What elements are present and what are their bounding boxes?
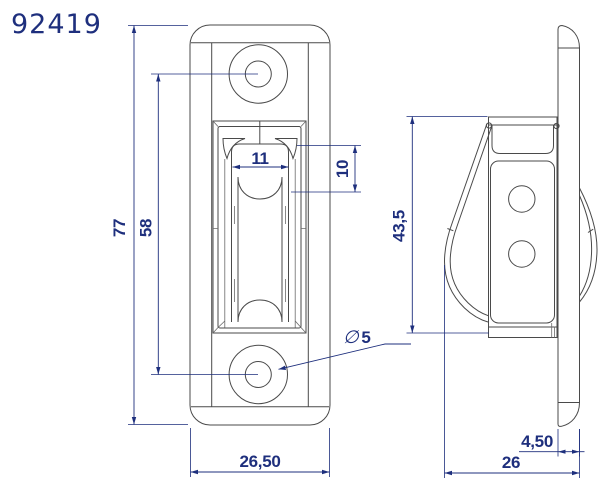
housing-bottom-steps xyxy=(551,323,555,338)
dim-housing-height: 43,5 xyxy=(390,116,489,334)
housing-tab-right xyxy=(274,138,298,161)
plate-edge-profile xyxy=(557,24,580,427)
dim-groove-height: 10 xyxy=(291,145,361,193)
dim-label-58: 58 xyxy=(137,219,156,237)
dim-overall-height: 77 xyxy=(110,25,188,425)
bail-front-loop xyxy=(443,123,493,323)
part-number-title: 92419 xyxy=(11,9,102,40)
bail-end-knob-right xyxy=(553,122,560,130)
housing-body xyxy=(490,160,555,324)
wheel-bottom-arc xyxy=(237,299,283,323)
front-view xyxy=(189,24,331,426)
window-corner-chamfers xyxy=(212,120,307,334)
housing-hole-lower xyxy=(508,240,536,268)
housing-outline xyxy=(488,116,558,338)
wheel-groove-top-arc xyxy=(237,176,283,200)
wheel-housing xyxy=(485,116,560,338)
window-bottom-gussets xyxy=(217,320,302,328)
dim-label-26-50: 26,50 xyxy=(239,452,280,471)
pulley-wheel xyxy=(222,121,298,328)
dim-wheel-width: 11 xyxy=(232,149,289,170)
wheel-groove-rails xyxy=(237,177,283,322)
side-view xyxy=(443,24,598,427)
housing-inner-walls xyxy=(224,159,296,328)
plate-edge-chords xyxy=(558,47,580,403)
plate-bevel-lines-vertical xyxy=(211,42,309,407)
dim-label-10: 10 xyxy=(333,160,352,178)
dim-label-43-5: 43,5 xyxy=(390,210,409,242)
dim-overall-width: 26,50 xyxy=(190,428,330,477)
dim-label-4-50: 4,50 xyxy=(521,432,553,451)
bail-rear-arc xyxy=(579,187,598,303)
dim-label-26: 26 xyxy=(502,453,520,472)
housing-top-cap xyxy=(491,125,554,154)
dim-label-11: 11 xyxy=(251,149,268,168)
dim-hole-diameter: ∅5 xyxy=(278,327,411,370)
wheel-flange-outline xyxy=(231,143,289,322)
plate-outline xyxy=(189,24,331,426)
housing-hole-upper xyxy=(508,185,536,213)
dim-plate-thickness: 4,50 xyxy=(519,429,585,457)
dim-overall-depth: 26 xyxy=(444,265,580,478)
housing-tab-left xyxy=(222,138,246,161)
plate-bevel-lines-horizontal xyxy=(191,42,329,408)
dim-label-77: 77 xyxy=(110,219,129,237)
wheel-highlight-slots xyxy=(234,206,286,302)
dim-label-dia5: ∅5 xyxy=(343,327,371,347)
dim-hole-spacing: 58 xyxy=(137,73,258,375)
